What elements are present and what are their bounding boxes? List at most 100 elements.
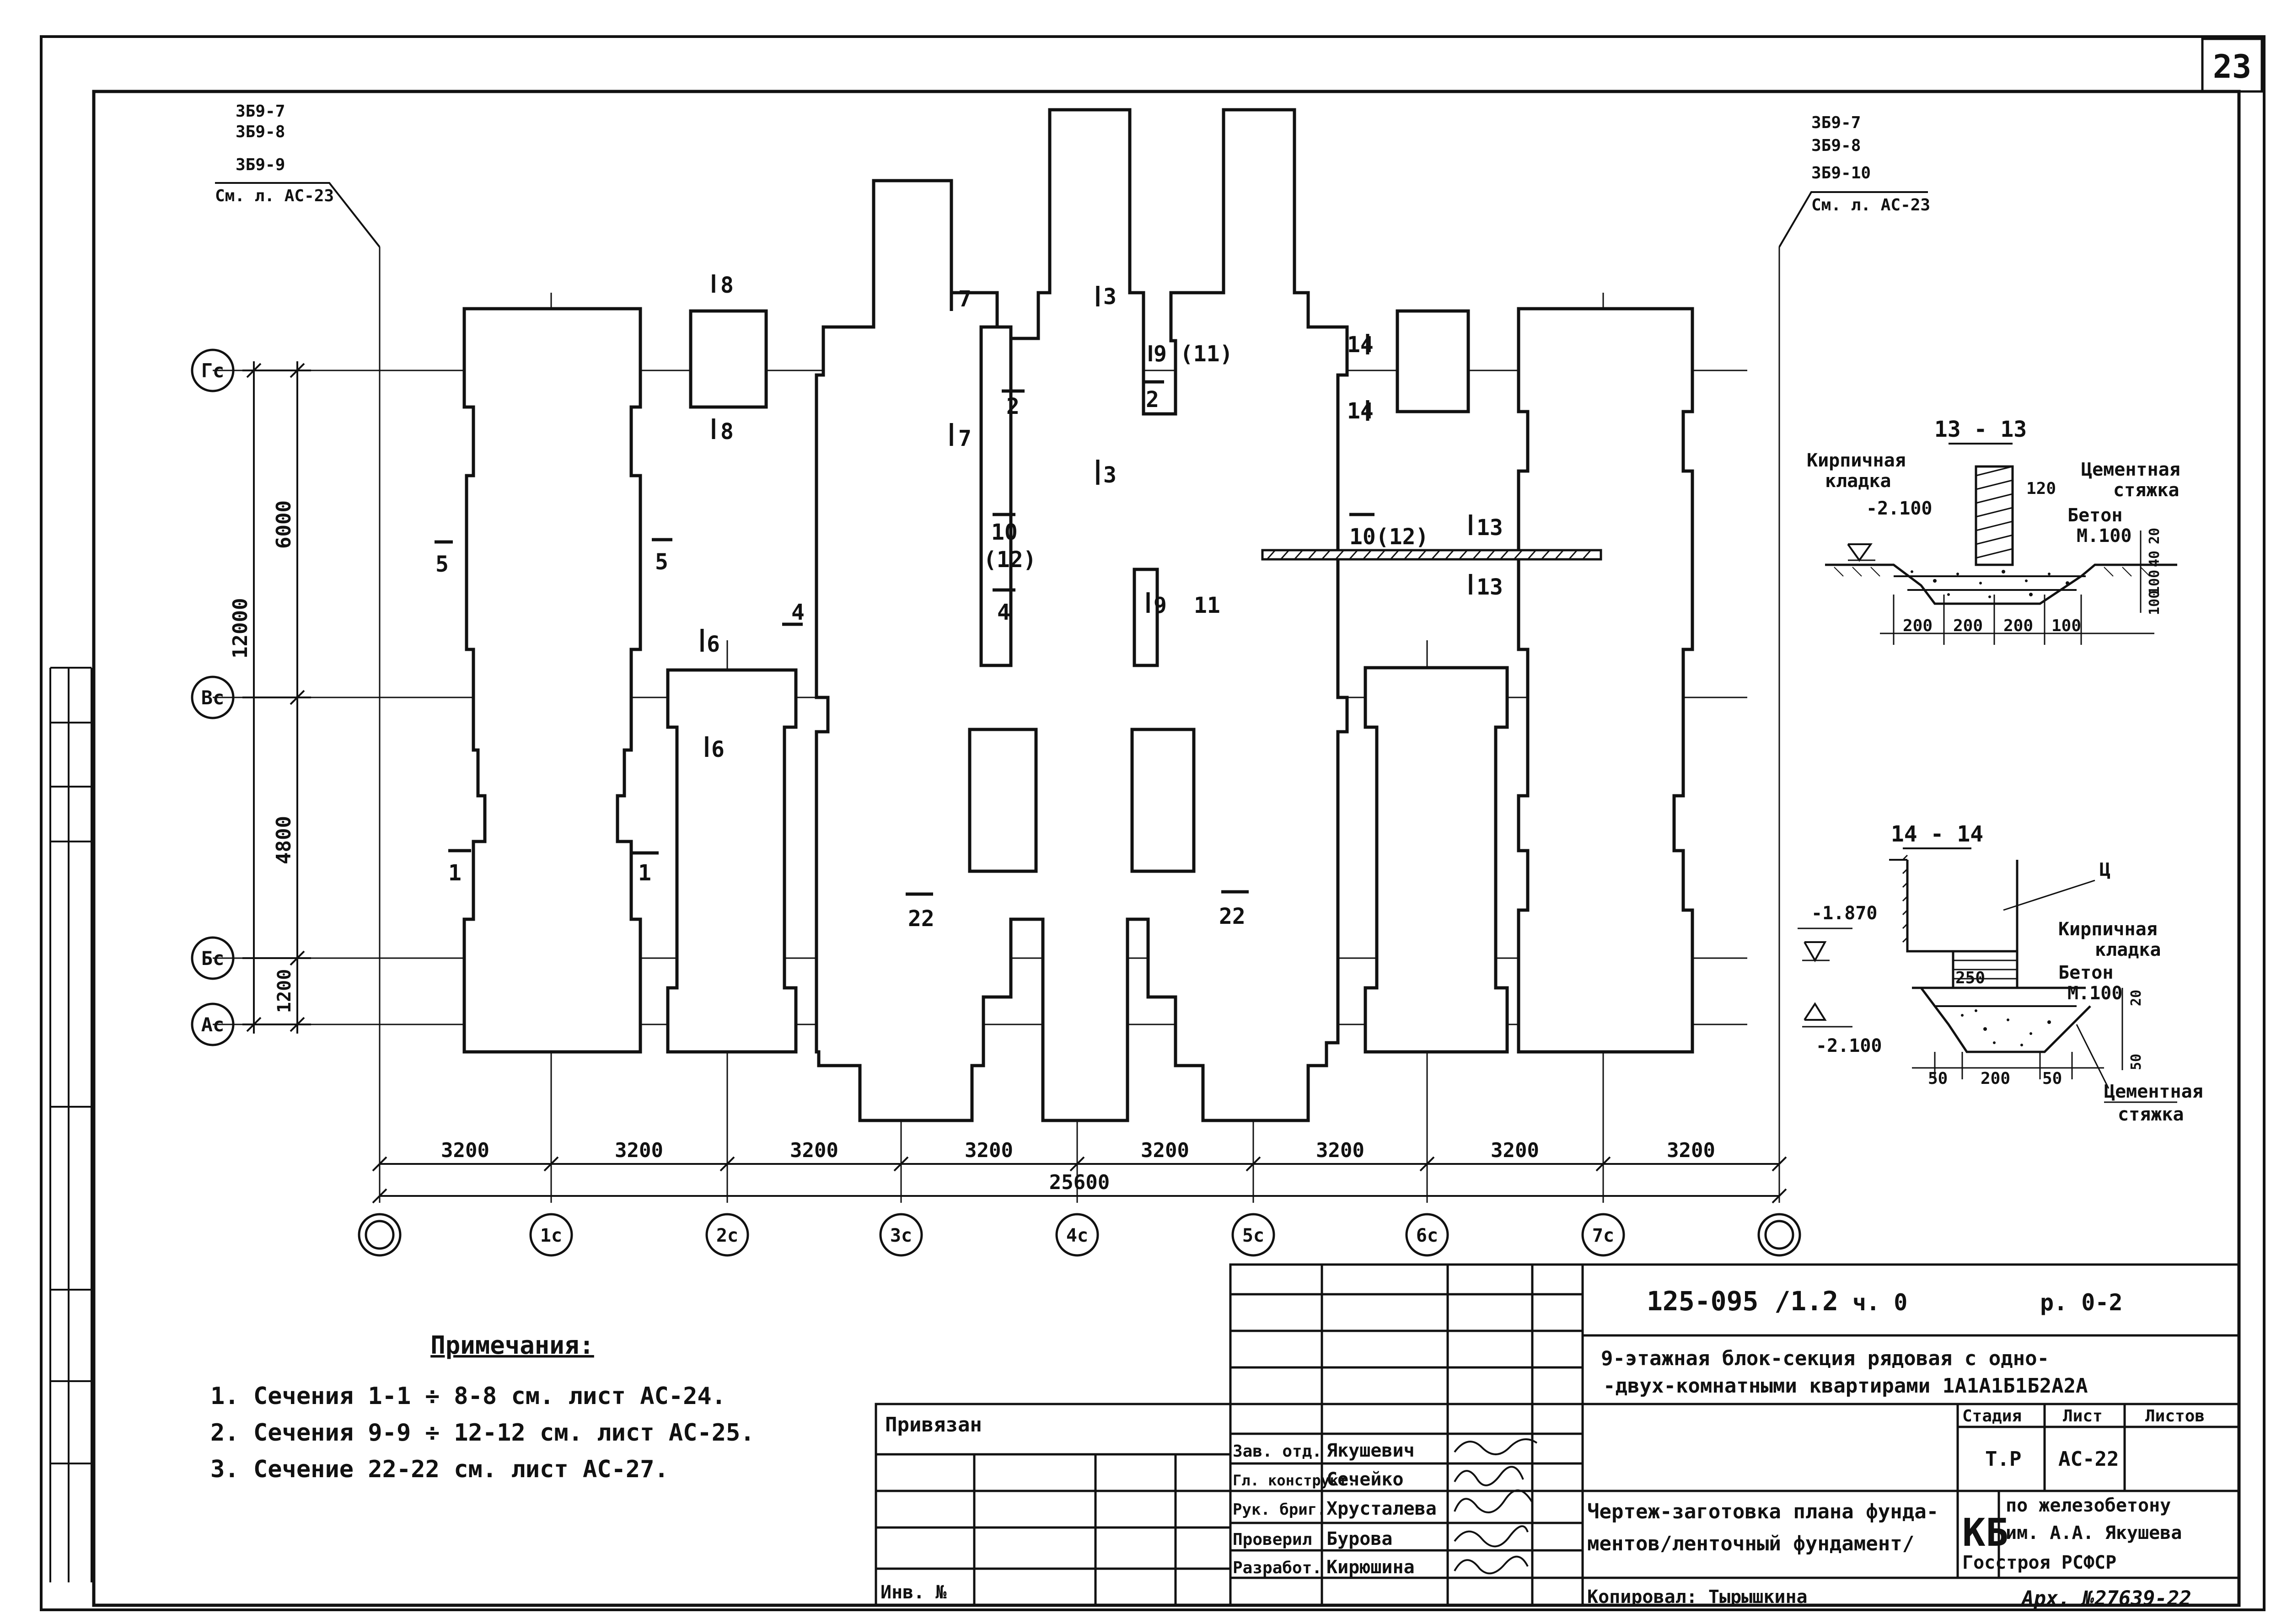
see-ref-right-1: 3Б9-7 [1811, 113, 1861, 132]
mark-1-right: 1 [638, 860, 651, 886]
role-1: Зав. отд. [1233, 1442, 1322, 1461]
section-13-level: -2.100 [1866, 498, 1933, 519]
col-dim-4: 3200 [965, 1139, 1013, 1162]
section-13-concrete-2: М.100 [2077, 525, 2131, 547]
mark-12: (12) [983, 547, 1036, 573]
see-ref-left-1: 3Б9-7 [236, 102, 285, 121]
section-14-brick-1: Кирпичная [2058, 919, 2158, 940]
title-block [875, 1263, 2240, 1607]
note-2: 2. Сечения 9-9 ÷ 12-12 см. лист АС-25. [210, 1419, 755, 1447]
section-13-dim-r4: 100 [2147, 590, 2163, 615]
role-5: Разработ. [1233, 1559, 1322, 1577]
col-dim-2: 3200 [615, 1139, 663, 1162]
section-13-dim-b4: 100 [2051, 616, 2081, 635]
org-code: КБ [1962, 1510, 2008, 1555]
mark-13-top: 13 [1476, 515, 1503, 541]
section-14-screed-1: Цементная [2104, 1081, 2203, 1102]
col-dim-7: 3200 [1491, 1139, 1539, 1162]
mark-5-left: 5 [435, 552, 449, 577]
section-14-dim-b2: 200 [1981, 1069, 2010, 1088]
row-dim-1200: 1200 [274, 969, 295, 1013]
column-axes: 3200 3200 3200 3200 3200 3200 3200 3200 … [358, 1139, 1801, 1257]
mark-1-left: 1 [448, 860, 462, 886]
strip-axis-6 [1364, 666, 1509, 1054]
col-dim-6: 3200 [1316, 1139, 1364, 1162]
section-13-title: 13 - 13 [1934, 417, 2027, 442]
mark-9-central: 9 [1154, 593, 1167, 618]
mark-7-bottom: 7 [958, 426, 972, 451]
mark-2-right: 2 [1146, 387, 1159, 413]
void-9 [1133, 568, 1159, 667]
mark-4-central: 4 [997, 600, 1010, 625]
col-axis-2c: 2с [716, 1225, 738, 1246]
section-14-concrete-1: Бетон [2058, 962, 2113, 983]
role-2: Гл. конструкт. [1233, 1472, 1356, 1489]
col-axis-4c: 4с [1066, 1225, 1088, 1246]
section-13-dim-b2: 200 [1953, 616, 1983, 635]
col-axis-5c: 5с [1242, 1225, 1264, 1246]
row-axis-B: Бс [201, 947, 225, 970]
mark-7-top: 7 [958, 286, 972, 312]
strip-axis-2 [666, 668, 798, 1054]
see-refs: 3Б9-7 3Б9-8 3Б9-9 См. л. АС-23 3Б9-7 3Б9… [215, 102, 1930, 248]
sheets-header: Листов [2145, 1407, 2205, 1426]
section-13-concrete-1: Бетон [2067, 505, 2122, 526]
copied-by: Копировал: Тырышкина [1587, 1586, 1808, 1608]
void-right [1130, 728, 1196, 873]
section-14-dim-r1: 20 [2128, 990, 2144, 1006]
section-14-level-bottom: -2.100 [1816, 1035, 1882, 1056]
see-ref-left-3: 3Б9-9 [236, 155, 285, 174]
section-14-dim-250: 250 [1955, 969, 1985, 987]
desc-line-2: -двух-комнатными квартирами 1А1А1Б1Б2А2А [1603, 1374, 2088, 1398]
section-14-concrete-2: М.100 [2067, 983, 2122, 1004]
row-axis-V: Вс [201, 686, 225, 709]
note-1: 1. Сечения 1-1 ÷ 8-8 см. лист АС-24. [210, 1383, 726, 1410]
section-14-dim-r2: 50 [2128, 1054, 2144, 1070]
title-block-text: Привязан Инв. № 125-095 /1.2 ч. 0 р. 0-2… [880, 1286, 2205, 1610]
section-marks: 8 8 7 7 3 3 9 (11) 2 2 14 14 5 5 4 10 (1… [435, 273, 1503, 932]
section-13-dim-120: 120 [2026, 479, 2056, 498]
see-ref-right-2: 3Б9-8 [1811, 136, 1861, 155]
see-ref-left-2: 3Б9-8 [236, 123, 285, 141]
project-part: ч. 0 [1852, 1289, 1907, 1316]
section-14-brick-2: кладка [2095, 939, 2161, 960]
see-ref-right-sheet: См. л. АС-23 [1811, 196, 1930, 214]
sheet-value: АС-22 [2058, 1447, 2119, 1471]
pier-8 [689, 309, 768, 409]
foundation-plan [462, 108, 1694, 1122]
mark-9-11-top: 9 (11) [1154, 341, 1233, 367]
stage-header: Стадия [1962, 1407, 2022, 1426]
mark-8-top: 8 [720, 273, 734, 298]
mark-22-right: 22 [1219, 904, 1246, 929]
signatures [1454, 1438, 1538, 1575]
strip-central [815, 108, 1349, 1122]
left-margin-stamp [49, 667, 92, 1582]
section-14-dim-b1: 50 [1928, 1069, 1948, 1088]
section-13-dim-r1: 20 [2147, 528, 2163, 544]
section-13-screed-2: стяжка [2113, 480, 2180, 501]
desc-line-1: 9-этажная блок-секция рядовая с одно- [1601, 1347, 2049, 1370]
row-dim-4800: 4800 [272, 816, 295, 864]
notes-title: Примечания: [430, 1331, 594, 1360]
mark-3-top: 3 [1103, 284, 1117, 310]
inv-label: Инв. № [880, 1582, 947, 1603]
section-13-screed-1: Цементная [2081, 459, 2180, 480]
pier-14 [1396, 309, 1470, 413]
name-4: Бурова [1326, 1528, 1393, 1549]
role-4: Проверил [1233, 1530, 1312, 1549]
row-dim-6000: 6000 [272, 500, 295, 549]
row-axes: Гс Вс Бс Ас 6000 4800 1200 12000 [191, 348, 311, 1046]
col-dim-3: 3200 [790, 1139, 838, 1162]
see-ref-left-sheet: См. л. АС-23 [215, 187, 334, 205]
note-3: 3. Сечение 22-22 см. лист АС-27. [210, 1456, 669, 1483]
mark-3-bottom: 3 [1103, 462, 1117, 488]
section-14-dim-b3: 50 [2042, 1069, 2062, 1088]
section-13-brick-1: Кирпичная [1807, 450, 1906, 471]
stage-value: Т.Р [1985, 1447, 2021, 1471]
notes: Примечания: 1. Сечения 1-1 ÷ 8-8 см. лис… [210, 1331, 755, 1483]
name-3: Хрусталева [1326, 1498, 1437, 1519]
row-axis-G: Гс [201, 359, 225, 382]
section-13-dim-b1: 200 [1903, 616, 1933, 635]
section-14-14: 14 - 14 Ц 250 -1.870 -2.100 Кирпичная кл… [1798, 821, 2203, 1125]
